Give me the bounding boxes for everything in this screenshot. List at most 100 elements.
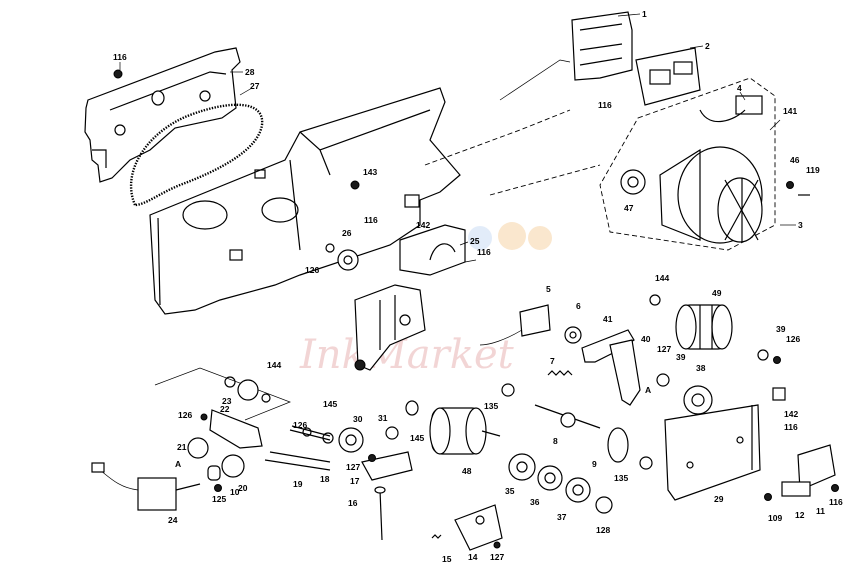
sensor-5 [479,304,551,346]
callout-116-far-right: 116 [829,497,843,507]
callout-41: 41 [603,314,613,324]
callout-39-lower: 39 [676,352,686,362]
callout-25: 25 [470,236,480,246]
callout-9: 9 [592,459,597,469]
callout-4: 4 [737,83,742,93]
callout-145-left: 145 [323,399,337,409]
callout-126-lower-left: 126 [178,410,192,420]
side-frame-28 [84,47,241,183]
callout-135-right: 135 [614,473,628,483]
callout-12: 12 [795,510,805,520]
callout-16: 16 [348,498,358,508]
washer-126-left [325,243,335,253]
clip-142-upper [404,194,420,208]
screw-116-top-left [113,69,123,79]
callout-23: 23 [222,396,232,406]
washer-125 [214,484,222,492]
callout-20: 20 [238,483,248,493]
gear-26 [337,249,359,271]
washer-144-right [649,294,661,306]
callout-46: 46 [790,155,800,165]
callout-116-mid: 116 [364,215,378,225]
callout-28: 28 [245,67,255,77]
callout-2: 2 [705,41,710,51]
callout-142-right: 142 [784,409,798,419]
motor-assembly-group-3 [599,77,810,251]
callout-30: 30 [353,414,363,424]
gear-35 [508,453,536,481]
screw-143 [350,180,360,190]
callout-22: 22 [220,404,230,414]
callout-47: 47 [624,203,634,213]
main-side-plate [149,87,461,315]
pin-10 [207,465,221,481]
watermark: InkMarket [286,221,552,378]
pivot-plate [354,284,426,371]
callout-48: 48 [462,466,472,476]
washer-135 [501,383,653,470]
gear-36 [537,465,563,491]
callout-127-right: 127 [657,344,671,354]
callout-142-upper: 142 [416,220,430,230]
lever-40 [609,339,641,406]
gear-cluster-49 [675,304,733,350]
callout-27: 27 [250,81,260,91]
ring-6 [564,326,582,344]
gear-38 [683,385,713,415]
callout-39-upper: 39 [776,324,786,334]
gear-shaft-48 [429,407,501,455]
gear-20 [221,454,245,478]
gear-21 [187,437,209,459]
callout-35: 35 [505,486,515,496]
callout-36: 36 [530,497,540,507]
callout-141: 141 [783,106,797,116]
bracket-17 [361,451,413,481]
callout-119: 119 [806,165,820,175]
callout-21: 21 [177,442,187,452]
disc-9 [607,427,629,463]
callout-15: 15 [442,554,452,564]
ring-128 [595,496,613,514]
gear-30 [338,427,364,453]
bracket-1 [571,11,633,81]
callout-17: 17 [350,476,360,486]
callout-10: 10 [230,487,240,497]
washer-126-lower [200,413,312,437]
marker-a-right: A [645,385,651,395]
washer-126-right [773,356,781,364]
callout-24: 24 [168,515,178,525]
callout-125: 125 [212,494,226,504]
callout-126-left: 126 [305,265,319,275]
callout-40: 40 [641,334,651,344]
callout-127-lower: 127 [490,552,504,562]
callout-8: 8 [553,436,558,446]
callout-144-left: 144 [267,360,281,370]
callout-11: 11 [816,506,825,516]
shaft-8 [534,404,601,429]
callout-14: 14 [468,552,478,562]
callout-6: 6 [576,301,581,311]
gear-31 [385,426,399,440]
gear-37 [565,477,591,503]
callout-3: 3 [798,220,803,230]
washer-39-right [757,349,769,361]
callout-109: 109 [768,513,782,523]
callout-49: 49 [712,288,722,298]
callout-116-right: 116 [784,422,798,432]
washer-145 [322,400,419,444]
marker-a-left: A [175,459,181,469]
callout-116-bracket: 116 [598,100,612,110]
leader-lines [119,13,796,263]
callout-37: 37 [557,512,567,522]
callout-127-mid: 127 [346,462,360,472]
callout-126-lower-mid: 126 [293,420,307,430]
spring-7 [547,370,573,376]
wire-leads [424,59,601,196]
callout-116-top-left: 116 [113,52,127,62]
callout-145-right: 145 [410,433,424,443]
callout-143: 143 [363,167,377,177]
callout-7: 7 [550,356,555,366]
bracket-14 [431,504,503,551]
callout-5: 5 [546,284,551,294]
